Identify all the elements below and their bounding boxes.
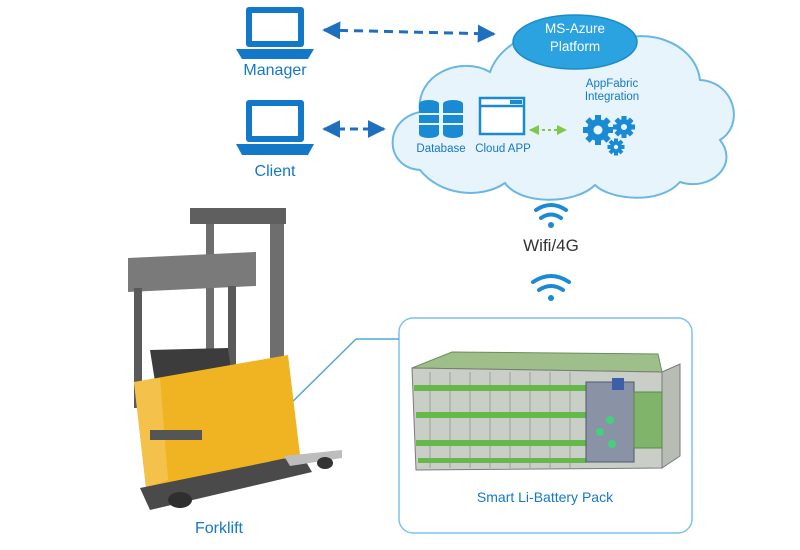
azure-cloud bbox=[391, 29, 735, 201]
appfabric-label-line2: Integration bbox=[584, 91, 640, 103]
cloud-app-label: Cloud APP bbox=[475, 143, 531, 155]
client-laptop-icon bbox=[236, 100, 314, 155]
wifi-icon bbox=[534, 203, 568, 228]
appfabric-label-line1: AppFabric bbox=[585, 78, 639, 90]
platform-label-line2: Platform bbox=[549, 39, 601, 54]
forklift-image bbox=[128, 208, 342, 510]
cloud-shape bbox=[391, 29, 735, 201]
gears-icon bbox=[583, 115, 635, 156]
database-label: Database bbox=[416, 143, 466, 155]
battery-pack-label: Smart Li-Battery Pack bbox=[476, 489, 614, 505]
platform-bubble bbox=[512, 14, 638, 70]
app-window-icon bbox=[478, 96, 526, 136]
database-icon bbox=[419, 100, 463, 138]
battery-pack-image bbox=[411, 351, 681, 471]
manager-laptop-icon bbox=[236, 7, 314, 59]
platform-label-line1: MS-Azure bbox=[544, 21, 606, 36]
wifi-icon bbox=[531, 274, 571, 301]
manager-label: Manager bbox=[243, 62, 307, 79]
wireless-label: Wifi/4G bbox=[523, 236, 579, 255]
client-label: Client bbox=[254, 163, 296, 180]
forklift-label: Forklift bbox=[195, 520, 243, 537]
manager-cloud-arrow bbox=[322, 21, 496, 43]
